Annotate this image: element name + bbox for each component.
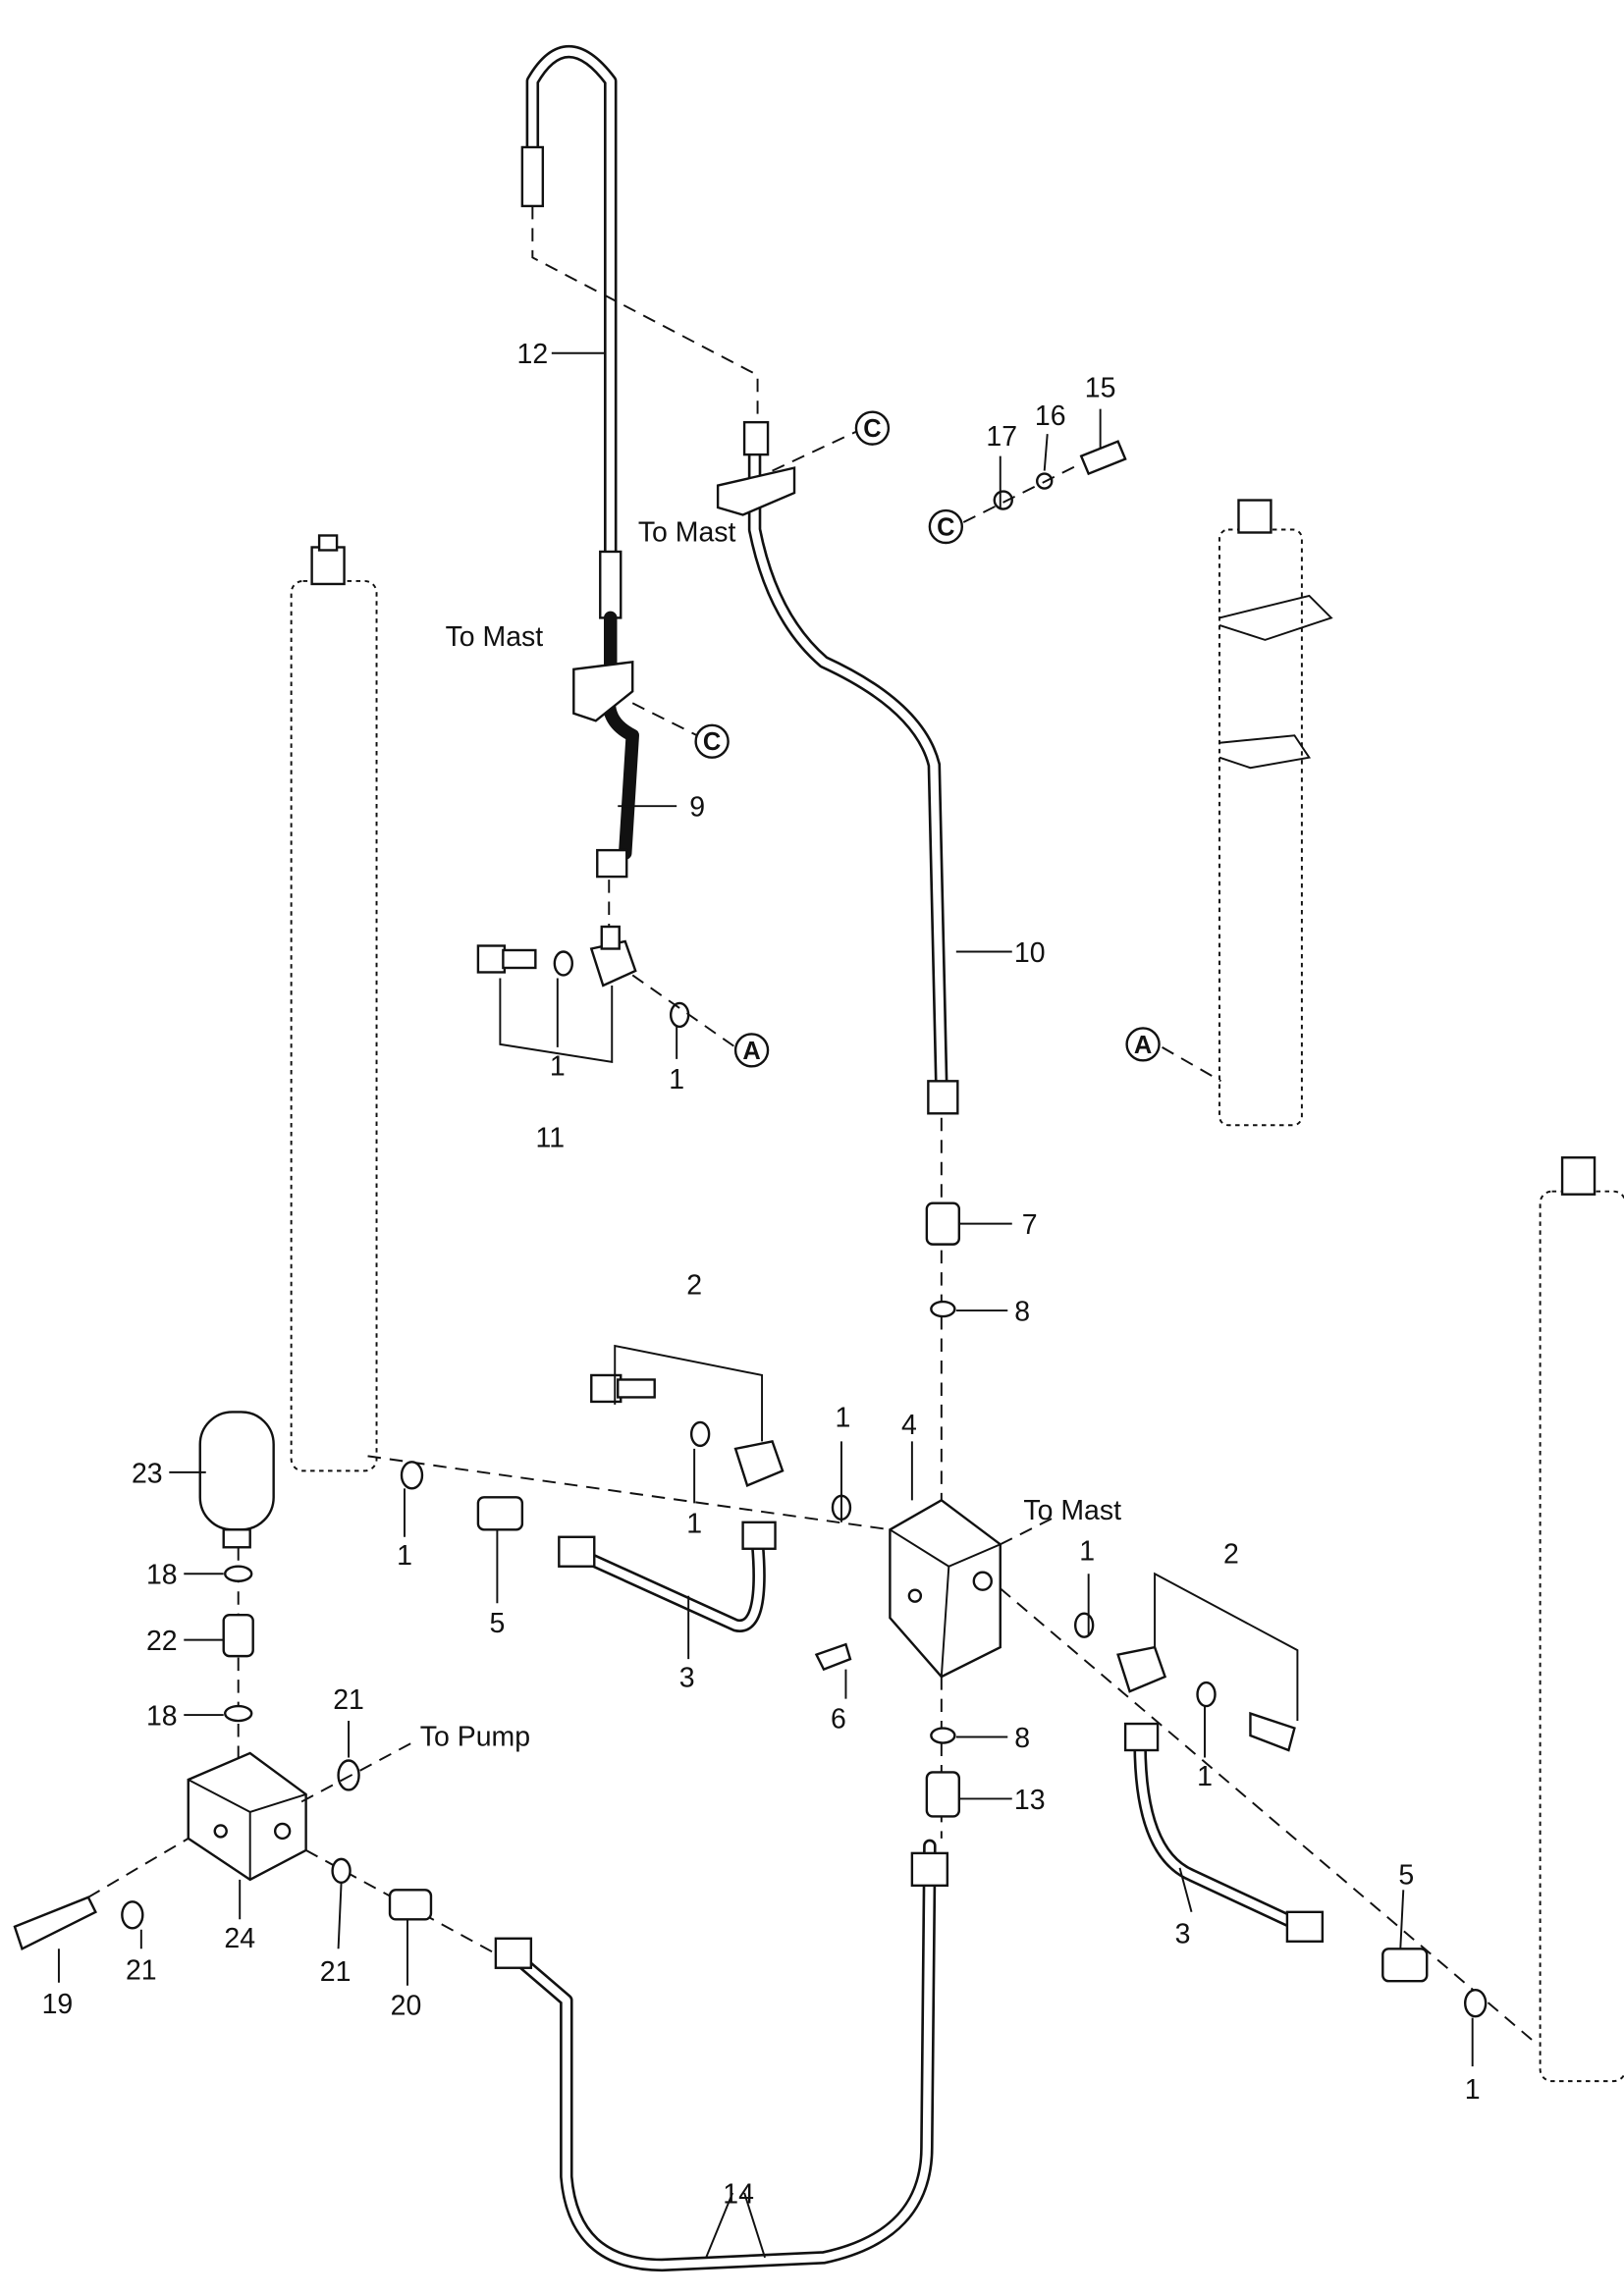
o-ring-18 <box>224 1704 253 1723</box>
callout: 23 <box>132 1458 163 1489</box>
callout: 9 <box>689 792 705 824</box>
accumulator-23 <box>198 1411 275 1549</box>
callout: 8 <box>1014 1723 1030 1754</box>
o-ring-21 <box>337 1759 360 1791</box>
right-lift-cylinder <box>1539 1156 1624 2083</box>
callout: 15 <box>1085 373 1116 404</box>
callout: 2 <box>1223 1539 1239 1571</box>
callout: 19 <box>42 1989 74 2020</box>
screw-6 <box>814 1642 852 1672</box>
fitting-13 <box>925 1771 961 1818</box>
svg-text:C: C <box>703 728 721 756</box>
o-ring-21 <box>331 1857 352 1885</box>
callout: 21 <box>126 1955 157 1987</box>
callout: 18 <box>146 1560 178 1591</box>
callout: 1 <box>1079 1536 1095 1568</box>
connection-line <box>531 205 759 420</box>
callout: 13 <box>1014 1785 1046 1816</box>
o-ring-18 <box>224 1565 253 1582</box>
connection-line <box>631 702 704 740</box>
callout: 11 <box>536 1123 566 1154</box>
bolt-15 <box>1079 440 1127 476</box>
tube-9 <box>572 611 639 879</box>
fitting-7 <box>925 1201 961 1246</box>
o-ring-21 <box>121 1900 144 1930</box>
callout: 5 <box>489 1608 505 1639</box>
fitting-2-left <box>590 1344 785 1487</box>
left-lift-cylinder <box>290 534 378 1472</box>
connection-line <box>367 1455 1539 2046</box>
callout: 5 <box>1398 1859 1414 1891</box>
svg-text:C: C <box>937 514 954 542</box>
callout: 3 <box>679 1663 695 1694</box>
callout: 1 <box>836 1402 851 1433</box>
callout: 10 <box>1014 937 1046 969</box>
reference-marker-a: A <box>733 1033 770 1068</box>
callout: 1 <box>1465 2074 1481 2106</box>
callout: 22 <box>146 1626 178 1657</box>
reference-marker-a: A <box>1125 1027 1161 1062</box>
to-pump-label: To Pump <box>420 1722 530 1753</box>
tube-10 <box>716 420 959 1115</box>
callout: 12 <box>517 339 549 370</box>
callout: 1 <box>397 1540 412 1572</box>
callout: 8 <box>1014 1297 1030 1328</box>
svg-text:A: A <box>1134 1032 1152 1059</box>
tube-3-right <box>1123 1722 1325 1943</box>
o-ring-1 <box>400 1461 424 1490</box>
fitting-5 <box>1381 1948 1429 1983</box>
callout: 1 <box>550 1050 566 1082</box>
to-mast-label: To Mast <box>446 621 544 653</box>
callout: 17 <box>986 421 1017 453</box>
to-mast-label: To Mast <box>1023 1495 1121 1526</box>
callout: 21 <box>333 1684 364 1716</box>
fitting-22 <box>222 1613 254 1658</box>
o-ring-1 <box>1073 1612 1095 1638</box>
o-ring-8 <box>930 1300 956 1318</box>
callout: 7 <box>1022 1209 1038 1241</box>
reference-marker-c: C <box>694 723 730 759</box>
callout: 1 <box>1197 1761 1213 1792</box>
to-mast-label: To Mast <box>638 516 736 548</box>
fitting-5 <box>476 1496 524 1531</box>
hose-12 <box>520 44 623 619</box>
connection-line <box>772 428 861 472</box>
fitting-20 <box>388 1889 433 1921</box>
tube-3-left <box>558 1521 777 1632</box>
o-ring-1 <box>1463 1989 1488 2018</box>
callout: 21 <box>320 1956 352 1988</box>
bolt-19 <box>13 1896 97 1950</box>
callout: 6 <box>831 1704 846 1735</box>
connection-line <box>962 462 1082 523</box>
center-lift-cylinder <box>1218 499 1333 1127</box>
callout: 20 <box>391 1991 422 2022</box>
callout: 16 <box>1035 400 1066 432</box>
manifold-block-24 <box>187 1751 307 1882</box>
fitting-2-right <box>1116 1572 1299 1752</box>
hose-14 <box>494 1839 949 2272</box>
callout: 4 <box>901 1410 917 1441</box>
washer-17 <box>993 490 1013 510</box>
reference-marker-c: C <box>854 410 891 446</box>
callout: 24 <box>224 1923 255 1954</box>
svg-text:C: C <box>863 415 881 443</box>
reference-marker-c: C <box>928 508 964 545</box>
callout: 18 <box>146 1701 178 1733</box>
fitting-11 <box>476 925 690 1063</box>
manifold-block-4 <box>889 1498 1001 1679</box>
o-ring-8 <box>930 1727 956 1744</box>
connection-line <box>1162 1046 1221 1083</box>
svg-text:A: A <box>742 1038 760 1065</box>
callout: 2 <box>686 1270 702 1302</box>
callout: 3 <box>1175 1918 1191 1949</box>
callout: 14 <box>723 2178 754 2210</box>
callout: 1 <box>669 1064 684 1095</box>
callout: 1 <box>686 1508 702 1539</box>
